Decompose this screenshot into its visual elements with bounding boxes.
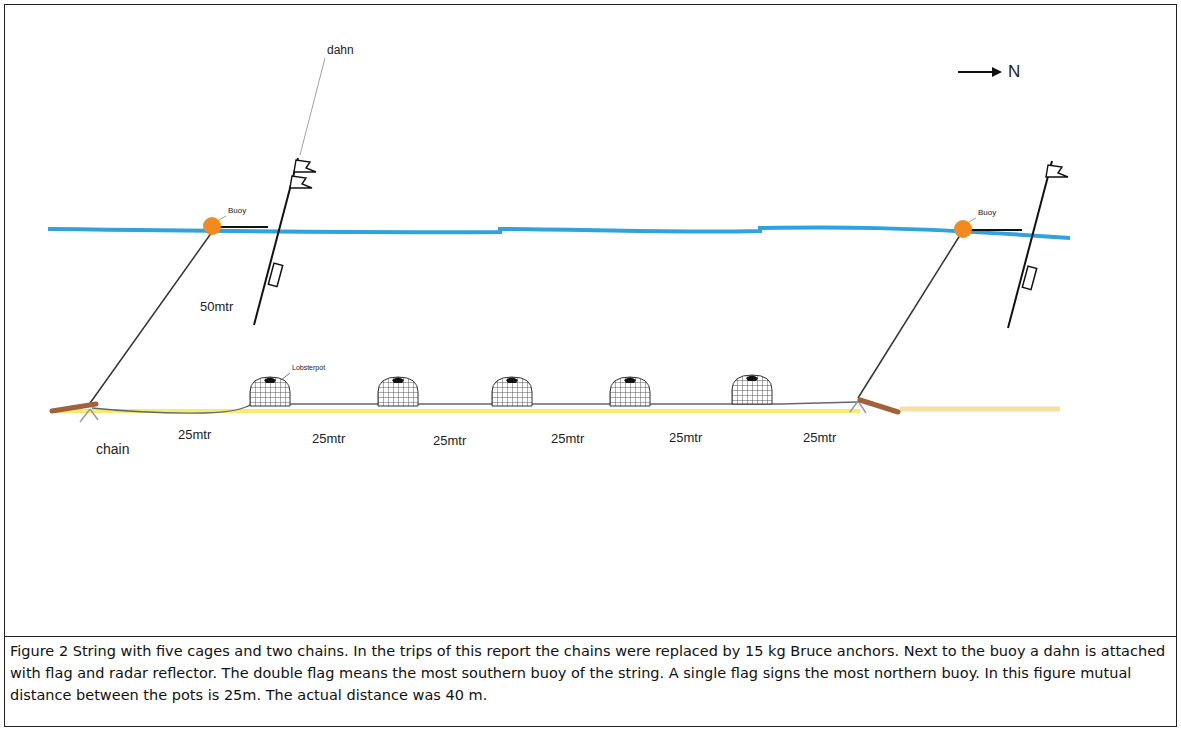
figure-caption: Figure 2 String with five cages and two … bbox=[10, 640, 1168, 706]
distance-label: 50mtr bbox=[200, 300, 233, 314]
distance-label: 25mtr bbox=[312, 432, 345, 446]
north-label: N bbox=[1008, 63, 1020, 82]
distance-label: 25mtr bbox=[803, 431, 836, 445]
chain-label: chain bbox=[96, 442, 129, 457]
lobsterpot-label: Lobsterpot bbox=[292, 364, 325, 372]
distance-label: 25mtr bbox=[178, 428, 211, 442]
buoy-label: Buoy bbox=[228, 207, 246, 216]
buoy-label: Buoy bbox=[978, 209, 996, 218]
distance-label: 25mtr bbox=[551, 432, 584, 446]
distance-label: 25mtr bbox=[669, 431, 702, 445]
distance-label: 25mtr bbox=[433, 434, 466, 448]
dahn-label: dahn bbox=[327, 44, 354, 57]
